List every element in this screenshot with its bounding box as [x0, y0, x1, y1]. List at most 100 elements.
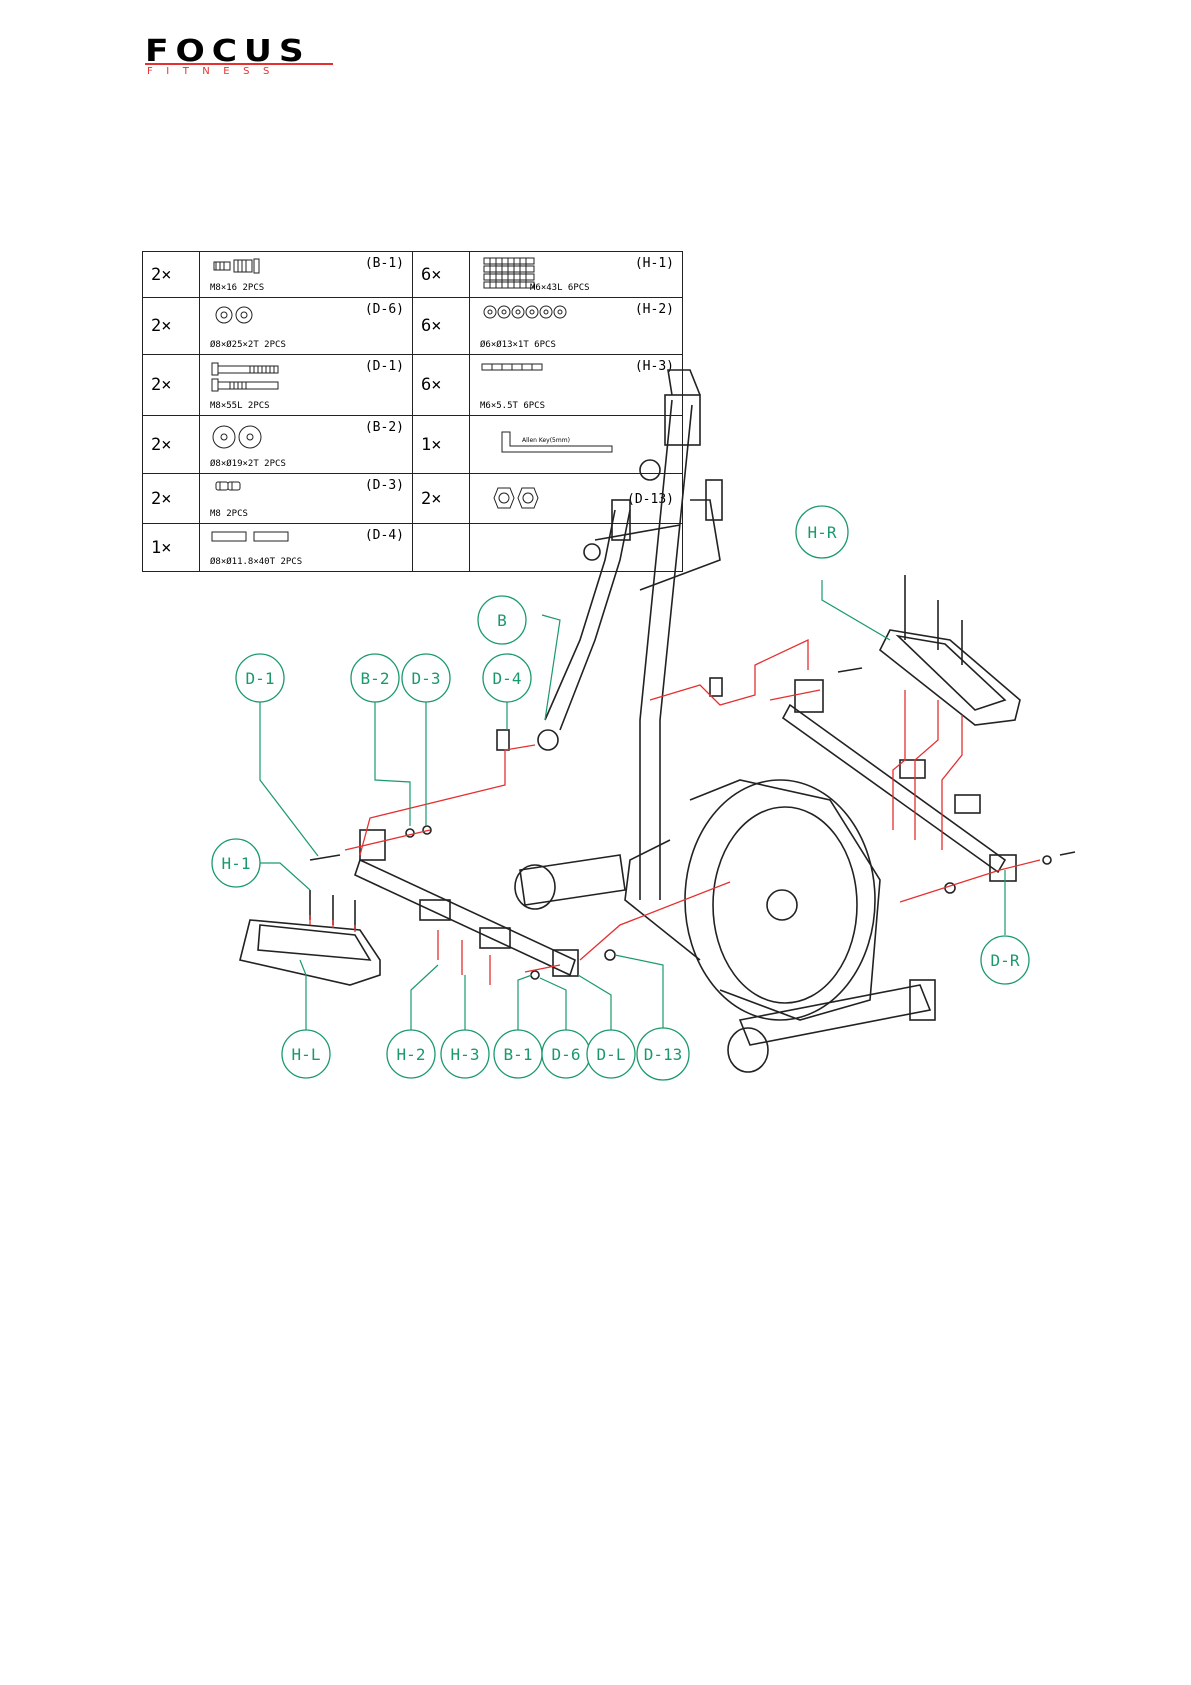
- part-code: (B-1): [364, 256, 404, 271]
- leader-d13: [614, 954, 664, 1028]
- washer-right: [1042, 855, 1052, 865]
- part-code: (D-4): [364, 528, 404, 543]
- front-end-cap: [514, 864, 556, 910]
- part-desc: Ø6×Ø13×1T 6PCS: [480, 340, 556, 350]
- part-qty: 6×: [412, 251, 470, 298]
- part-desc: Ø8×Ø25×2T 2PCS: [210, 340, 286, 350]
- parts-row: 2× (D-3) M8 2PCS 2× (D-13): [142, 473, 683, 524]
- svg-text:H-3: H-3: [451, 1045, 480, 1064]
- logo-red-line: [145, 62, 333, 65]
- callout-h2: H-2: [386, 1029, 436, 1079]
- handle-grip-left: [611, 499, 631, 541]
- sleeve-pair-icon: [211, 531, 289, 542]
- svg-text:B: B: [497, 611, 507, 630]
- part-code: (D-1): [364, 359, 404, 374]
- leader-b: [541, 614, 561, 721]
- logo-subtitle: FITNESS: [147, 66, 283, 77]
- guide-b1: [524, 964, 561, 973]
- front-shroud: [624, 839, 701, 961]
- part-qty: 2×: [142, 354, 200, 416]
- part-qty: 1×: [412, 415, 470, 474]
- part-code: (H-3): [634, 359, 674, 374]
- leader-hr: [821, 580, 891, 641]
- nut-row-icon: [481, 363, 543, 371]
- part-cell: (D-4) Ø8×Ø11.8×40T 2PCS: [199, 523, 413, 572]
- pedal-arm-right-end: [989, 854, 1017, 882]
- pedal-left: [239, 919, 381, 986]
- callout-hr: H-R: [795, 505, 849, 559]
- pedal-arm-left-bracket: [359, 829, 386, 861]
- callout-d13: D-13: [636, 1027, 690, 1081]
- flywheel-hub: [766, 889, 798, 921]
- front-stabilizer: [519, 854, 626, 906]
- part-code: (B-2): [364, 420, 404, 435]
- callout-d1: D-1: [235, 653, 285, 703]
- part-cell: (B-1) M8×16 2PCS: [199, 251, 413, 298]
- bolt-long-icon: [211, 362, 279, 392]
- leader-dl: [577, 974, 612, 1030]
- allen-key-label: Allen Key(5mm): [522, 437, 570, 444]
- part-desc: M8×16 2PCS: [210, 283, 265, 293]
- bolt-d1: [309, 854, 341, 861]
- callout-b: B: [477, 595, 527, 645]
- callout-dl: D-L: [586, 1029, 636, 1079]
- washer-row-icon: [483, 305, 567, 319]
- sleeve-right: [709, 677, 723, 697]
- elliptical-trainer-drawing: [239, 369, 1076, 1073]
- svg-text:H-1: H-1: [222, 854, 251, 873]
- ring-d13: [604, 949, 616, 961]
- svg-text:H-2: H-2: [397, 1045, 426, 1064]
- bolt-stack-icon: [483, 257, 535, 289]
- svg-text:D-4: D-4: [493, 669, 522, 688]
- svg-text:D-L: D-L: [597, 1045, 626, 1064]
- brand-logo: FOCUS FITNESS: [145, 34, 335, 78]
- part-qty: 2×: [412, 473, 470, 524]
- callout-b1: B-1: [493, 1029, 543, 1079]
- logo-wordmark: FOCUS: [145, 34, 311, 69]
- svg-text:H-R: H-R: [808, 523, 837, 542]
- part-code: (D-3): [364, 478, 404, 493]
- parts-row: 2× (D-1) M8×55L 2PCS 6× (H-3) M6×5: [142, 354, 683, 416]
- assembly-guides: [309, 638, 1041, 985]
- housing-shell: [689, 779, 881, 1021]
- tension-knob: [639, 459, 661, 481]
- leader-h1: [255, 862, 311, 891]
- svg-text:D-R: D-R: [991, 951, 1020, 970]
- washer-b2: [405, 828, 415, 838]
- allen-key-icon: Allen Key(5mm): [501, 431, 613, 453]
- rear-stabilizer: [738, 984, 932, 1046]
- pedal-arm-right-block-1: [899, 759, 926, 779]
- part-qty: 2×: [142, 473, 200, 524]
- part-desc: M6×43L 6PCS: [530, 283, 590, 293]
- console-bracket: [667, 369, 701, 396]
- guide-hr-1: [892, 690, 906, 830]
- svg-text:B-2: B-2: [361, 669, 390, 688]
- washer-large-icon: [212, 425, 262, 449]
- svg-text:B-1: B-1: [504, 1045, 533, 1064]
- pedal-right-tread: [895, 634, 1007, 711]
- ring-pair-icon: [493, 487, 539, 509]
- pedal-arm-right-block-2: [954, 794, 981, 814]
- parts-row: 2× (B-1) M8×16 2PCS 6× (H-1) M6×4: [142, 251, 683, 298]
- part-code: (D-6): [364, 302, 404, 317]
- pedal-arm-left-block-2: [479, 927, 511, 949]
- leader-d6: [539, 977, 567, 1030]
- callout-d3: D-3: [401, 653, 451, 703]
- nut-d3: [422, 825, 432, 835]
- pedal-right: [878, 629, 1021, 726]
- part-cell: (D-3) M8 2PCS: [199, 473, 413, 524]
- guide-right-arm: [649, 638, 809, 706]
- svg-text:D-6: D-6: [552, 1045, 581, 1064]
- washer-icon: [215, 306, 253, 324]
- main-upright-edge: [659, 404, 693, 900]
- guide-hr-3: [941, 715, 963, 850]
- washer-d6: [530, 970, 540, 980]
- part-qty: 6×: [412, 297, 470, 355]
- rear-end-cap-left: [727, 1027, 769, 1073]
- assembly-diagram: B H-R D-1 B-2 D-3 D-4 H-1 D-R H-L H-2 H-…: [211, 369, 1076, 1081]
- rear-end-cap-right: [909, 979, 936, 1021]
- part-cell: (B-2) Ø8×Ø19×2T 2PCS: [199, 415, 413, 474]
- part-desc: Ø8×Ø19×2T 2PCS: [210, 459, 286, 469]
- bolt-short-icon: [213, 258, 260, 274]
- guide-hr-2: [914, 700, 939, 840]
